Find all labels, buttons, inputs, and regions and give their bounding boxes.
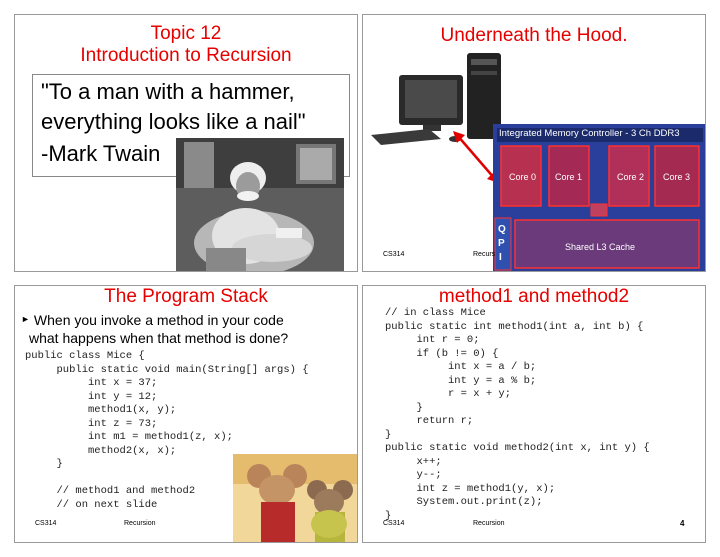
quote-author: -Mark Twain: [41, 141, 161, 166]
quote-line-2: everything looks like a nail": [41, 109, 306, 134]
qpi-i-label: I: [499, 252, 502, 263]
slide-1-title: Topic 12 Introduction to Recursion: [15, 23, 357, 67]
slide-3-footer-course: CS314: [35, 520, 57, 527]
slide-4-footer-topic: Recursion: [473, 520, 505, 527]
slide-2-title: Underneath the Hood.: [440, 25, 628, 46]
slide-4-title: method1 and method2: [438, 286, 630, 307]
qpi-q-label: Q: [498, 224, 506, 235]
title-line-2: Introduction to Recursion: [80, 45, 292, 66]
slide-4-page-number: 4: [680, 519, 685, 528]
bullet-line-1: When you invoke a method in your code: [33, 312, 284, 328]
slide-4-footer-course: CS314: [383, 520, 405, 527]
chip-header-label: Integrated Memory Controller - 3 Ch DDR3: [499, 128, 680, 139]
core-2-label: Core 2: [617, 172, 645, 182]
quote-box: "To a man with a hammer, everything look…: [32, 74, 350, 177]
mark-twain-photo: [176, 138, 344, 271]
core-1-label: Core 1: [555, 172, 583, 182]
method-code: // in class Mice public static int metho…: [385, 307, 650, 522]
cartoon-mice-image: [233, 454, 357, 542]
quote-line-1: "To a man with a hammer,: [41, 79, 295, 104]
slide-1: Topic 12 Introduction to Recursion "To a…: [14, 14, 358, 272]
slide-3-title: The Program Stack: [104, 286, 268, 307]
bullet-text: ►When you invoke a method in your code w…: [21, 310, 351, 347]
slide-2: Underneath the Hood. Integrated Memory C…: [362, 14, 706, 272]
bullet-triangle-icon: ►: [21, 314, 30, 324]
cpu-die-image: Integrated Memory Controller - 3 Ch DDR3…: [493, 124, 705, 271]
slide-2-footer-topic: Recurs: [473, 251, 496, 258]
qpi-p-label: P: [498, 238, 505, 249]
title-line-1: Topic 12: [150, 23, 222, 44]
slide-4: method1 and method2 // in class Mice pub…: [362, 285, 706, 543]
mice-main-code: public class Mice { public static void m…: [25, 350, 309, 511]
slide-3: The Program Stack ►When you invoke a met…: [14, 285, 358, 543]
desktop-computer-icon: [371, 53, 501, 145]
slide-3-footer-topic: Recursion: [124, 520, 156, 527]
bullet-line-2: what happens when that method is done?: [29, 330, 289, 346]
slide-2-footer-course: CS314: [383, 251, 405, 258]
core-3-label: Core 3: [663, 172, 691, 182]
core-0-label: Core 0: [509, 172, 537, 182]
l3-cache-label: Shared L3 Cache: [565, 242, 636, 252]
